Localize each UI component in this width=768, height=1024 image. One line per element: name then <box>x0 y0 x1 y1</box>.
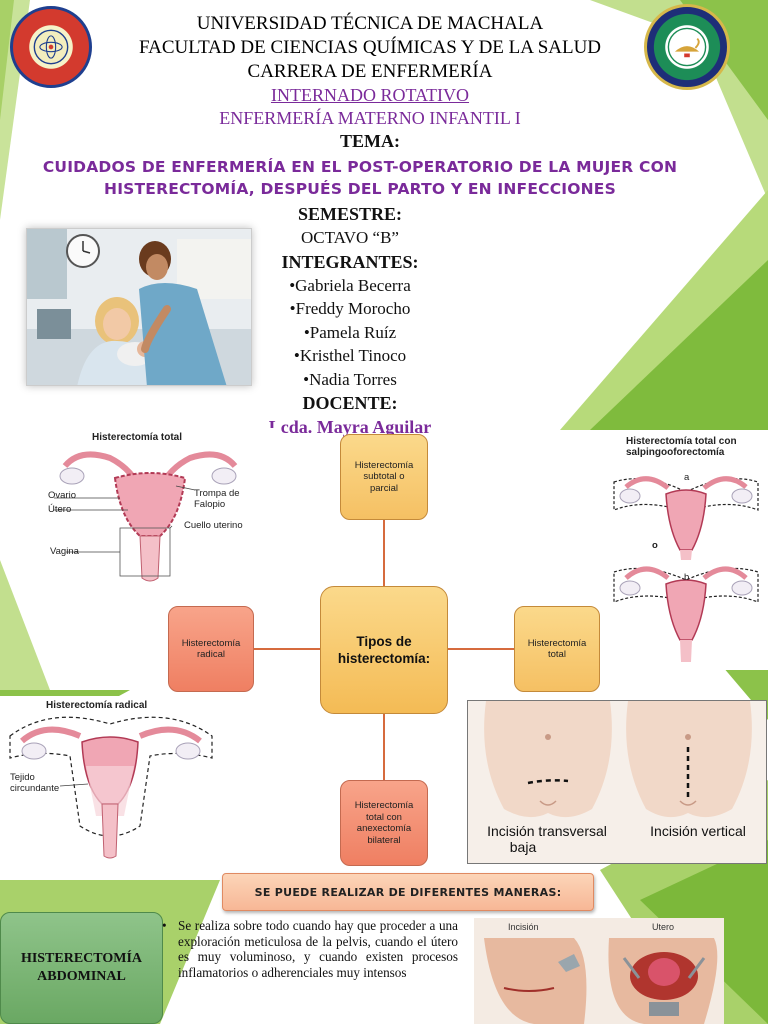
node-anexectomia-line-2: total con <box>366 811 402 823</box>
university-seal-icon <box>33 29 69 65</box>
integrante-item: •Gabriela Becerra <box>289 275 411 295</box>
connector-right <box>448 648 514 650</box>
label-utero: Útero <box>48 504 72 515</box>
connector-bottom <box>383 714 385 780</box>
node-center-line-2: histerectomía: <box>337 651 431 666</box>
connector-top <box>383 520 385 586</box>
node-center: Tipos de histerectomía: <box>320 586 448 714</box>
tema-title-line-2: HISTERECTOMÍA, DESPUÉS DEL PARTO Y EN IN… <box>104 180 616 198</box>
integrante-item: •Freddy Morocho <box>289 299 411 318</box>
caption-transversal-line-2: baja <box>509 839 537 855</box>
diagram-title-line-2: salpingooforectomía <box>626 447 725 458</box>
node-center-line-1: Tipos de <box>356 634 412 649</box>
node-subtotal: Histerectomía subtotal o parcial <box>340 434 428 520</box>
tema-title-line-1: CUIDADOS DE ENFERMERÍA EN EL POST-OPERAT… <box>42 158 678 176</box>
diagram-title: Histerectomía radical <box>46 700 148 711</box>
header: UNIVERSIDAD TÉCNICA DE MACHALA FACULTAD … <box>100 12 640 152</box>
course-name: ENFERMERÍA MATERNO INFANTIL I <box>219 108 521 128</box>
incision-label: Incisión <box>508 922 539 932</box>
label-tejido-line-2: circundante <box>10 783 60 794</box>
caption-vertical: Incisión vertical <box>650 823 746 839</box>
university-logo <box>10 6 92 88</box>
career-name: CARRERA DE ENFERMERÍA <box>247 61 493 82</box>
label-o: o <box>652 540 658 551</box>
abdominal-title-line-2: ABDOMINAL <box>37 969 126 984</box>
node-radical-line-2: radical <box>196 649 225 660</box>
faculty-name: FACULTAD DE CIENCIAS QUÍMICAS Y DE LA SA… <box>138 37 602 58</box>
diagram-histerectomia-total: Histerectomía total Ovario Útero Trompa … <box>40 428 280 596</box>
node-anexectomia-line-3: anexectomía <box>356 823 412 834</box>
nursing-school-seal-icon <box>667 27 707 67</box>
integrante-item: •Pamela Ruíz <box>303 322 397 342</box>
info-block: SEMESTRE: OCTAVO “B” INTEGRANTES: •Gabri… <box>250 202 450 439</box>
label-vagina: Vagina <box>50 546 79 557</box>
label-a: a <box>684 472 690 483</box>
node-anexectomia: Histerectomía total con anexectomía bila… <box>340 780 428 866</box>
program-name: INTERNADO ROTATIVO <box>270 85 470 105</box>
utero-label: Utero <box>652 922 675 932</box>
university-name: UNIVERSIDAD TÉCNICA DE MACHALA <box>196 13 544 34</box>
nursing-school-logo <box>644 4 730 90</box>
label-tejido-line-1: Tejido <box>10 772 35 783</box>
integrante-item: •Nadia Torres <box>303 369 397 389</box>
tema-title: CUIDADOS DE ENFERMERÍA EN EL POST-OPERAT… <box>20 156 700 200</box>
node-radical-line-1: Histerectomía <box>181 637 241 649</box>
incision-illustration: Incisión transversal baja Incisión verti… <box>467 700 767 864</box>
diagram-title: Histerectomía total <box>92 432 183 443</box>
surgery-illustration: Incisión Utero <box>474 918 724 1024</box>
node-total-line-1: Histerectomía <box>527 637 587 649</box>
diagram-histerectomia-radical: Histerectomía radical Tejido circundante <box>0 696 220 862</box>
label-tejido: Tejido circundante <box>10 772 59 794</box>
node-total-line-2: total <box>548 649 566 660</box>
label-ovario: Ovario <box>48 490 76 501</box>
diagram-title: Histerectomía total con salpingooforecto… <box>626 436 737 458</box>
node-anexectomia-line-4: bilateral <box>367 834 401 846</box>
nurse-mother-baby-photo <box>26 228 252 386</box>
node-subtotal-line-2: subtotal o <box>363 471 405 483</box>
semestre-value: OCTAVO “B” <box>301 228 399 247</box>
label-trompa: Trompa de Falopio <box>194 488 240 510</box>
node-anexectomia-line-1: Histerectomía <box>354 800 414 811</box>
docente-name: Lcda. Mayra Aguilar <box>268 417 432 437</box>
caption-transversal-line-1: Incisión transversal <box>487 823 607 839</box>
diagram-salpingooforectomia: Histerectomía total con salpingooforecto… <box>606 432 768 670</box>
connector-left <box>254 648 320 650</box>
abdominal-title-line-1: HISTERECTOMÍA <box>20 951 143 966</box>
abdominal-title-box: HISTERECTOMÍA ABDOMINAL <box>0 912 163 1024</box>
docente-label: DOCENTE: <box>302 393 398 413</box>
semestre-label: SEMESTRE: <box>297 204 403 224</box>
ways-banner: SE PUEDE REALIZAR DE DIFERENTES MANERAS: <box>222 873 594 911</box>
bullet-icon: • <box>162 918 167 933</box>
node-subtotal-line-3: parcial <box>369 482 398 494</box>
integrantes-label: INTEGRANTES: <box>281 251 419 272</box>
abdominal-description-text: Se realiza sobre todo cuando hay que pro… <box>178 918 458 980</box>
integrante-item: •Kristhel Tinoco <box>293 346 407 365</box>
tema-label: TEMA: <box>340 131 400 151</box>
node-subtotal-line-1: Histerectomía <box>354 459 414 471</box>
caption-transversal: Incisión transversal baja <box>472 823 622 855</box>
label-b: b <box>684 572 690 583</box>
node-total: Histerectomía total <box>514 606 600 692</box>
abdominal-description: • Se realiza sobre todo cuando hay que p… <box>162 918 458 980</box>
label-cuello: Cuello uterino <box>184 520 243 531</box>
node-radical: Histerectomía radical <box>168 606 254 692</box>
diagram-title-line-1: Histerectomía total con <box>626 436 737 447</box>
